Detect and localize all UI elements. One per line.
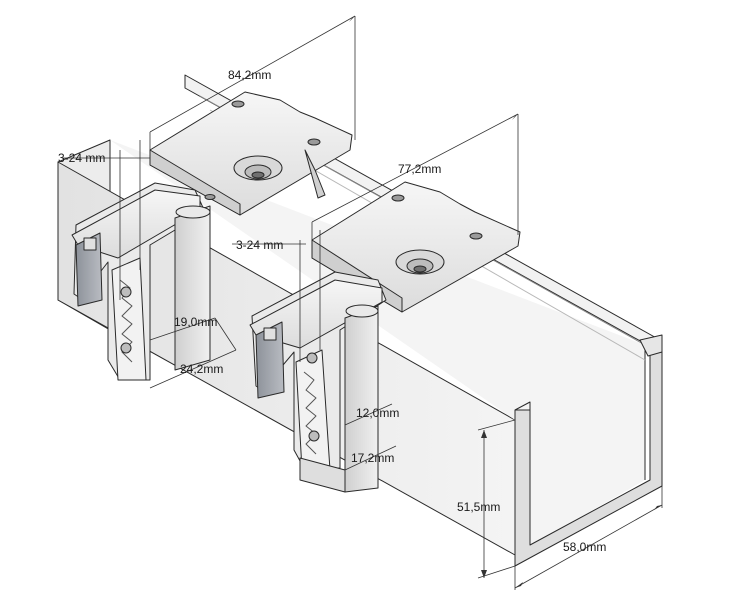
dim-label-77-2: 77,2mm [398,162,442,176]
dim-label-12-0: 12,0mm [356,406,400,420]
dim-label-24-2: 24,2mm [180,362,224,376]
rubber-pad-left [75,232,103,307]
clamp-right [249,181,521,493]
dimension-lines [62,15,663,590]
rubber-pad-right [255,321,285,399]
dim-label-84-2: 84,2mm [228,68,272,82]
dim-label-17-2: 17,2mm [351,451,395,465]
dim-label-19-0: 19,0mm [174,315,218,329]
clamp-left [71,91,353,381]
dimension-arrows [349,16,662,588]
dim-label-clamp-range-left: 3-24 mm [58,151,106,165]
dim-label-clamp-range-right: 3-24 mm [236,238,284,252]
rail-channel-floor [110,140,645,555]
dim-label-58-0: 58,0mm [563,540,607,554]
dim-label-51-5: 51,5mm [457,500,501,514]
